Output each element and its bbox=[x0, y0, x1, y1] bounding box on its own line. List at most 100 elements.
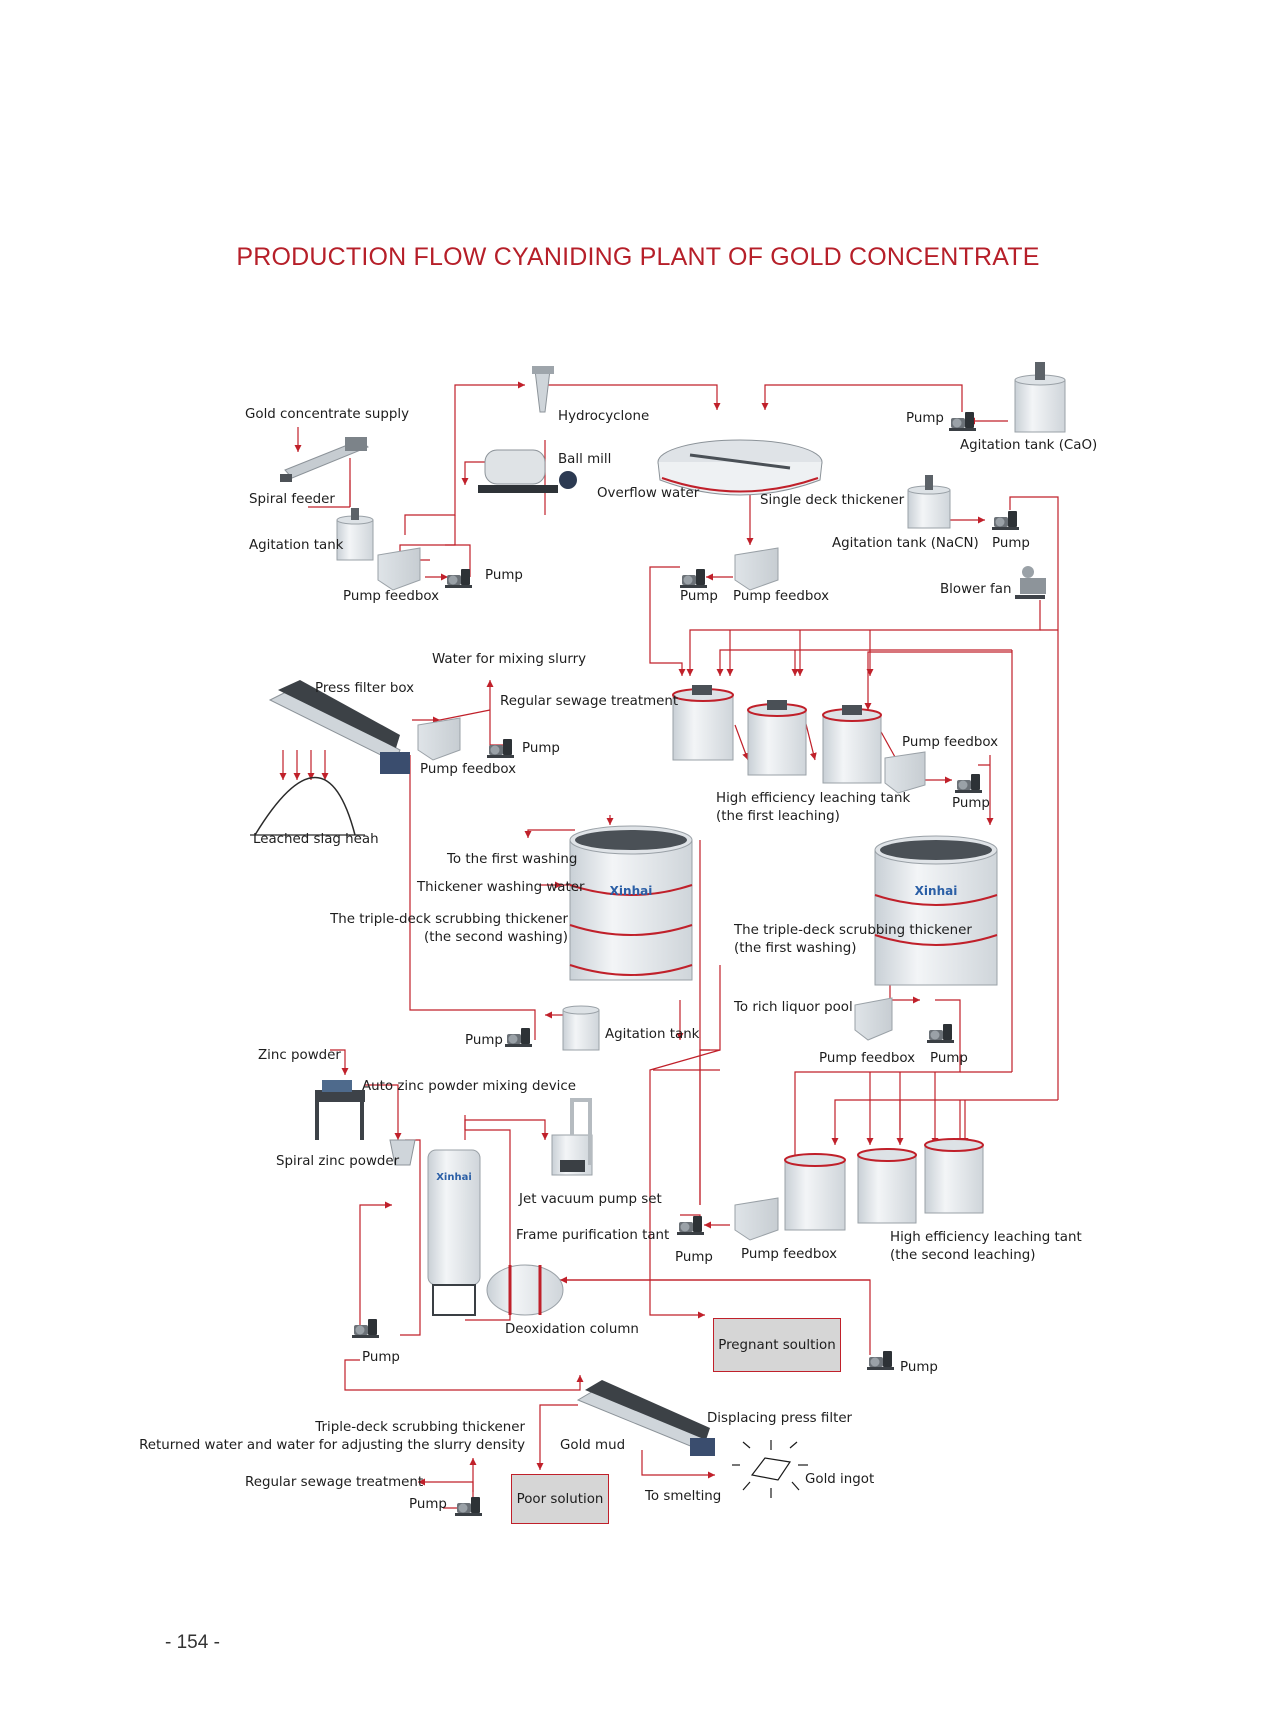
blower-fan-icon bbox=[1015, 566, 1046, 599]
label-pump-7: Pump bbox=[675, 1250, 713, 1265]
label-zinc-powder: Zinc powder bbox=[258, 1048, 341, 1063]
slag-heap-icon bbox=[254, 777, 356, 836]
label-gold-concentrate-supply: Gold concentrate supply bbox=[245, 407, 409, 422]
label-regular-sewage-2: Regular sewage treatment bbox=[245, 1475, 424, 1490]
agitation-tank-icon bbox=[336, 508, 374, 561]
pump-9-icon bbox=[867, 1351, 894, 1370]
label-gold-ingot: Gold ingot bbox=[805, 1472, 875, 1487]
leaching-tank-icon bbox=[857, 1148, 917, 1224]
hydrocyclone-icon bbox=[532, 366, 554, 413]
label-deoxidation-column: Deoxidation column bbox=[505, 1322, 639, 1337]
purification-column-icon: Xinhai bbox=[427, 1149, 481, 1316]
label-agitation-tank-2: Agitation tank bbox=[605, 1027, 700, 1042]
triple-deck-thickener-icon: Xinhai bbox=[874, 835, 998, 986]
label-displacing-press-filter: Displacing press filter bbox=[707, 1411, 853, 1426]
label-agitation-tank-nacn: Agitation tank (NaCN) bbox=[832, 536, 979, 551]
zinc-mixing-device-icon bbox=[315, 1080, 365, 1140]
single-deck-thickener-icon bbox=[657, 439, 823, 496]
press-filter-icon bbox=[268, 680, 410, 774]
jet-vacuum-pump-icon bbox=[551, 1098, 593, 1176]
label-triple-second-2: (the second washing) bbox=[423, 930, 568, 945]
label-hel-first-2: (the first leaching) bbox=[716, 809, 840, 824]
spiral-feeder-icon bbox=[280, 437, 369, 482]
label-pump-2: Pump bbox=[680, 589, 718, 604]
label-jet-vacuum: Jet vacuum pump set bbox=[519, 1192, 662, 1207]
pump-10-icon bbox=[455, 1497, 482, 1516]
label-pump-4: Pump bbox=[952, 796, 990, 811]
box-poor-solution: Poor solution bbox=[511, 1474, 609, 1524]
deoxidation-column-icon bbox=[486, 1264, 564, 1316]
pump-2-icon bbox=[680, 569, 707, 588]
label-ball-mill: Ball mill bbox=[558, 452, 612, 467]
page-title: PRODUCTION FLOW CYANIDING PLANT OF GOLD … bbox=[236, 243, 1040, 271]
label-spiral-feeder: Spiral feeder bbox=[249, 492, 335, 507]
label-pump-5: Pump bbox=[465, 1033, 503, 1048]
label-water-mixing-slurry: Water for mixing slurry bbox=[432, 652, 587, 667]
label-hel-second-1: High efficiency leaching tant bbox=[890, 1230, 1082, 1245]
label-pump-3: Pump bbox=[522, 741, 560, 756]
label-pump-feedbox-5: Pump feedbox bbox=[819, 1051, 916, 1066]
label-pump-1: Pump bbox=[485, 568, 523, 583]
ball-mill-icon bbox=[478, 449, 577, 493]
spiral-zinc-icon bbox=[389, 1139, 416, 1166]
label-pump-feedbox-3: Pump feedbox bbox=[420, 762, 517, 777]
pump-feedbox-6-icon bbox=[734, 1197, 779, 1241]
gold-ingot-icon bbox=[732, 1440, 808, 1498]
pump-6-icon bbox=[927, 1024, 954, 1043]
label-to-rich-liquor: To rich liquor pool bbox=[734, 1000, 853, 1015]
label-leached-slag: Leached slag heah bbox=[253, 832, 379, 847]
label-triple-first-1: The triple-deck scrubbing thickener bbox=[734, 923, 972, 938]
pump-feedbox-icon bbox=[377, 547, 421, 591]
displacing-press-filter-icon bbox=[576, 1380, 715, 1456]
xinhai-logo: Xinhai bbox=[610, 884, 653, 898]
label-agitation-tank-cao: Agitation tank (CaO) bbox=[960, 438, 1098, 453]
label-pump-feedbox-1: Pump feedbox bbox=[343, 589, 440, 604]
label-triple-first-2: (the first washing) bbox=[734, 941, 857, 956]
label-pump-8: Pump bbox=[362, 1350, 400, 1365]
label-pump-10: Pump bbox=[409, 1497, 447, 1512]
label-hydrocyclone: Hydrocyclone bbox=[558, 409, 650, 424]
label-hel-first-1: High efficiency leaching tank bbox=[716, 791, 911, 806]
pump-7-icon bbox=[677, 1216, 704, 1235]
label-to-smelting: To smelting bbox=[645, 1489, 722, 1504]
agitation-tank-cao-icon bbox=[1014, 362, 1066, 433]
label-thickener-washing-water: Thickener washing water bbox=[417, 880, 585, 895]
pump-feedbox-5-icon bbox=[854, 997, 893, 1041]
pump-cao-icon bbox=[949, 412, 976, 431]
label-gold-mud: Gold mud bbox=[560, 1438, 626, 1453]
label-hel-second-2: (the second leaching) bbox=[890, 1248, 1036, 1263]
pump-4-icon bbox=[955, 774, 982, 793]
label-agitation-tank-1: Agitation tank bbox=[249, 538, 344, 553]
pump-feedbox-3-icon bbox=[417, 717, 461, 761]
pump-feedbox-2-icon bbox=[734, 547, 779, 591]
leaching-tank-icon bbox=[822, 705, 882, 784]
pump-8-icon bbox=[352, 1319, 379, 1338]
leaching-tank-icon bbox=[784, 1153, 846, 1231]
label-auto-zinc-mixing: Auto zinc powder mixing device bbox=[362, 1079, 576, 1094]
leaching-tank-icon bbox=[672, 685, 734, 761]
label-pump-feedbox-6: Pump feedbox bbox=[741, 1247, 838, 1262]
label-triple-second-1: The triple-deck scrubbing thickener bbox=[330, 912, 568, 927]
pump-nacn-icon bbox=[992, 511, 1019, 530]
pump-feedbox-4-icon bbox=[884, 751, 926, 794]
label-press-filter-box: Press filter box bbox=[315, 681, 415, 696]
label-pump-cao: Pump bbox=[906, 411, 944, 426]
label-overflow-water: Overflow water bbox=[597, 486, 700, 501]
xinhai-logo: Xinhai bbox=[436, 1172, 472, 1183]
label-regular-sewage-1: Regular sewage treatment bbox=[500, 694, 679, 709]
triple-deck-thickener-icon: Xinhai bbox=[569, 825, 693, 981]
label-triple-returned-2: Returned water and water for adjusting t… bbox=[139, 1438, 525, 1453]
label-pump-9: Pump bbox=[900, 1360, 938, 1375]
pump-5-icon bbox=[505, 1028, 532, 1047]
agitation-tank-2-icon bbox=[562, 1009, 600, 1051]
label-pump-feedbox-2: Pump feedbox bbox=[733, 589, 830, 604]
label-triple-returned-1: Triple-deck scrubbing thickener bbox=[315, 1420, 525, 1435]
page-number: - 154 - bbox=[165, 1632, 220, 1653]
agitation-tank-nacn-icon bbox=[907, 475, 951, 529]
box-pregnant-solution: Pregnant soultion bbox=[713, 1318, 841, 1372]
pump-3-icon bbox=[487, 739, 514, 758]
label-pump-6: Pump bbox=[930, 1051, 968, 1066]
label-pump-feedbox-4: Pump feedbox bbox=[902, 735, 999, 750]
